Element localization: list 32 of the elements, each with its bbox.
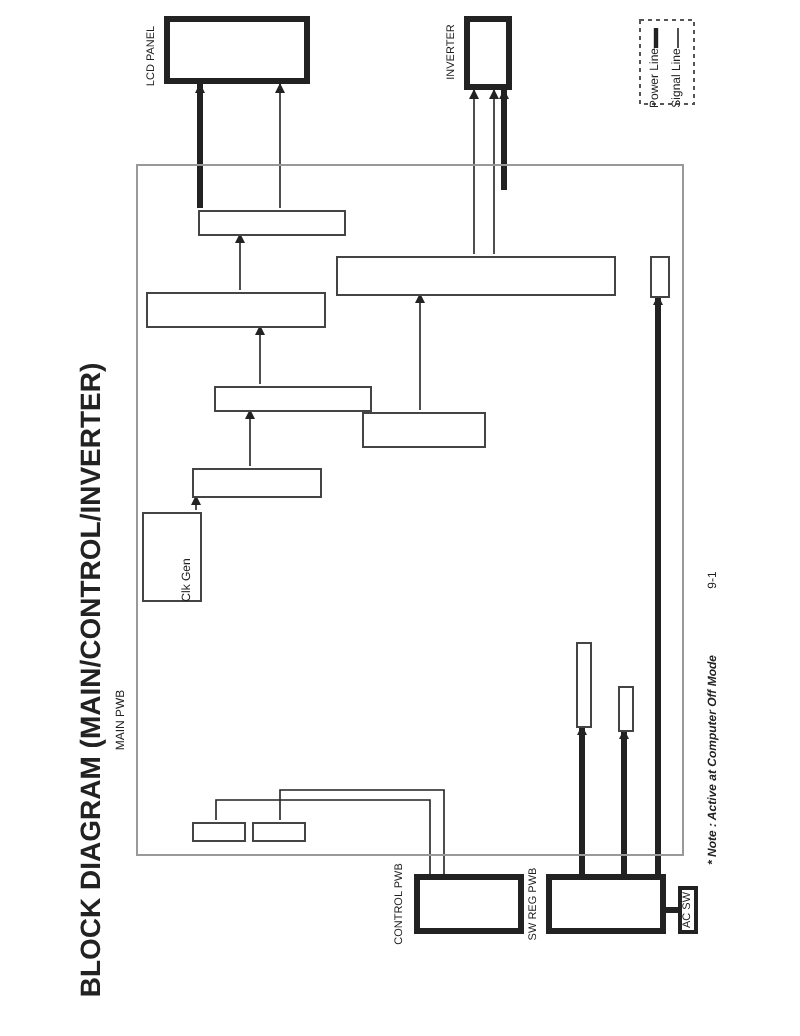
connector-arrow: [245, 409, 255, 467]
block-box: [146, 292, 326, 328]
connector-arrow: [577, 725, 587, 874]
clock-generator-box: [142, 512, 202, 602]
block-box: [192, 822, 246, 842]
connector-arrow: [619, 729, 629, 874]
connector-arrow: [469, 89, 479, 255]
connector-arrow: [489, 89, 499, 255]
block-box: [576, 642, 592, 728]
block-box: [362, 412, 486, 448]
connector-arrow: [499, 89, 509, 190]
connector-arrow: [255, 325, 265, 385]
control-pwb-box: [414, 874, 524, 934]
connector-arrow: [195, 83, 205, 208]
block-box: [192, 468, 322, 498]
block-box: [336, 256, 616, 296]
main-pwb-frame: [136, 164, 684, 856]
block-box: [214, 386, 372, 412]
block-box: [252, 822, 306, 842]
block-box: [618, 686, 634, 732]
diagram-title: BLOCK DIAGRAM (MAIN/CONTROL/INVERTER): [74, 362, 106, 998]
ac-switch-box: [678, 886, 698, 934]
connector-arrow: [191, 495, 201, 511]
connector-arrow: [653, 295, 663, 874]
sw-reg-pwb-box: [546, 874, 666, 934]
lcd-panel-box: [164, 16, 310, 84]
block-box: [650, 256, 670, 298]
connector-arrow: [415, 293, 425, 411]
inverter-box: [464, 16, 512, 90]
block-box: [198, 210, 346, 236]
connector-arrow: [235, 233, 245, 291]
connector-arrow: [275, 83, 285, 209]
